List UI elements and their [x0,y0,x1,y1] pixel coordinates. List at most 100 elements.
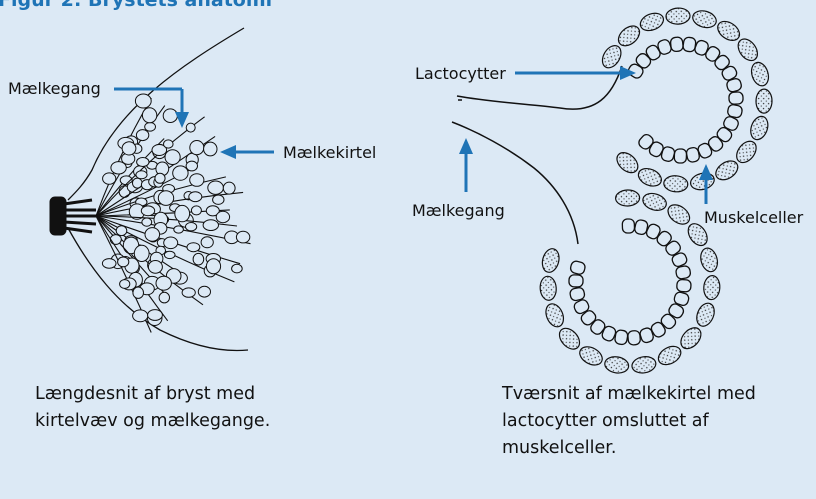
lobule [213,195,224,204]
muscle-cell [613,149,642,177]
lobule [173,166,188,180]
arrow-maelkegang-right [459,138,473,192]
caption-right: Tværsnit af mælkekirtel med lactocytter … [502,381,756,462]
lobule [190,141,204,155]
breast-outline-lower [68,228,248,350]
lobule [204,142,217,156]
muscle-cell [631,355,657,375]
lobule [136,171,147,179]
muscle-cell [703,275,721,300]
lobule [182,288,195,297]
lobule [110,235,121,245]
lobule [190,174,204,187]
label-muskelceller: Muskelceller [704,210,803,226]
lobule [208,181,224,194]
muscle-cell [604,355,630,375]
muscle-cell [577,343,606,368]
lactocyte [569,275,583,287]
lobule [133,287,144,298]
lobule [175,205,190,221]
caption-right-line-1: Tværsnit af mælkekirtel med [502,381,756,408]
muscle-cell [539,276,557,301]
lobule [118,257,129,267]
lactocyte [628,330,641,345]
muscle-cell [540,247,562,274]
muscle-cell [655,343,684,369]
arrows [114,66,713,204]
lobule [164,251,175,258]
muscle-cell [749,60,772,88]
lobule [186,123,195,132]
lobule [223,182,235,194]
muscle-cell [691,8,718,30]
lobule [216,211,229,222]
muscle-cell [638,10,666,34]
lobule [165,150,180,165]
lobule [120,280,130,289]
lobule [116,226,127,236]
muscle-cell [733,138,760,167]
caption-left: Længdesnit af bryst med kirtelvæv og mæl… [35,381,270,435]
muscle-cell [748,114,771,142]
lobule [163,109,177,123]
lobule [186,223,197,231]
lobule [174,226,184,233]
lobule [193,253,204,265]
lobule [122,142,136,155]
lobule [206,259,220,274]
lactocyte [675,265,691,279]
lobule [142,218,152,226]
muscle-cell [698,246,720,273]
lobule [158,191,173,206]
gland-lobes [539,8,772,375]
lobule [189,192,202,202]
muscle-cell [714,18,743,45]
label-maelkegang-right: Mælkegang [412,203,505,219]
lobule [156,276,171,290]
lobule [133,310,148,322]
lobule [236,231,249,243]
lobule [137,158,149,167]
lobule [148,261,162,274]
caption-left-line-2: kirtelvæv og mælkegange. [35,408,270,435]
muscle-cell [636,165,664,189]
lobule [145,228,160,242]
muscle-cell [663,175,688,193]
lobule [186,161,197,171]
lobule [187,243,200,252]
muscle-cell [693,301,717,329]
lobule [142,108,156,123]
lobule [164,237,178,249]
muscle-cell [712,157,741,184]
lactocyte [670,37,683,52]
lobule [164,140,174,148]
lobule [198,286,210,297]
nipple-icon [51,198,96,234]
muscle-cell [543,301,567,329]
lactocyte [569,260,586,275]
lobule [201,237,213,248]
lobule [134,245,149,261]
lactocyte [677,279,692,292]
muscle-cell [734,35,761,64]
lobule [203,220,218,231]
muscle-cell [756,89,772,113]
lobule [232,264,243,273]
lobule [159,292,169,303]
lobule [135,94,151,108]
lobule [148,310,163,321]
label-maelkekirtel: Mælkekirtel [283,145,376,161]
lobule [155,173,165,183]
arrow-maelkekirtel [220,145,274,159]
muscle-cell [555,324,583,353]
muscle-cell [666,8,691,25]
lactocyte [622,219,634,233]
caption-left-line-1: Længdesnit af bryst med [35,381,270,408]
gland-tissue [96,94,251,333]
lobule [103,173,116,184]
lactocyte [614,329,628,345]
muscle-cell [615,22,644,50]
lactocyte [682,37,696,53]
lobule [145,123,156,132]
